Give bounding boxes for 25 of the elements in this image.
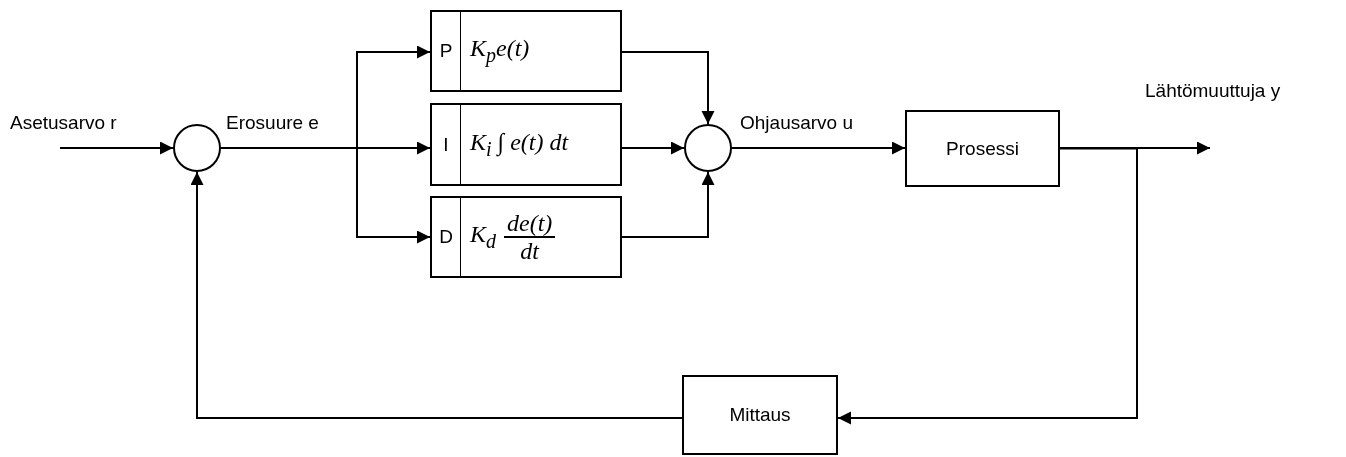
arrow (621, 171, 715, 238)
term-tag: P (432, 12, 461, 90)
block (682, 375, 838, 455)
term-tag: I (432, 105, 461, 184)
formula: K$_{d}$ (470, 221, 496, 253)
formula: K$_{p}$e(t) (470, 35, 530, 67)
controller-term-block (430, 103, 622, 186)
arrow (220, 147, 431, 244)
arrow (621, 51, 715, 125)
arrow (731, 141, 906, 155)
arrow (190, 171, 683, 419)
term-tag: D (432, 198, 461, 276)
formula: K$_{i}$ ∫ e(t) dt (470, 128, 569, 161)
summing-junction (684, 124, 732, 172)
summing-junction (173, 124, 221, 172)
block-label: Prosessi (946, 137, 1019, 160)
arrow (1059, 141, 1211, 155)
arrow (837, 147, 1138, 425)
controller-term-block (430, 196, 622, 278)
block-label: Mittaus (729, 404, 791, 426)
arrow (59, 141, 174, 155)
fraction: de(t) dt (504, 209, 556, 265)
block (905, 110, 1060, 187)
controller-term-block (430, 10, 622, 92)
arrow (621, 141, 685, 155)
